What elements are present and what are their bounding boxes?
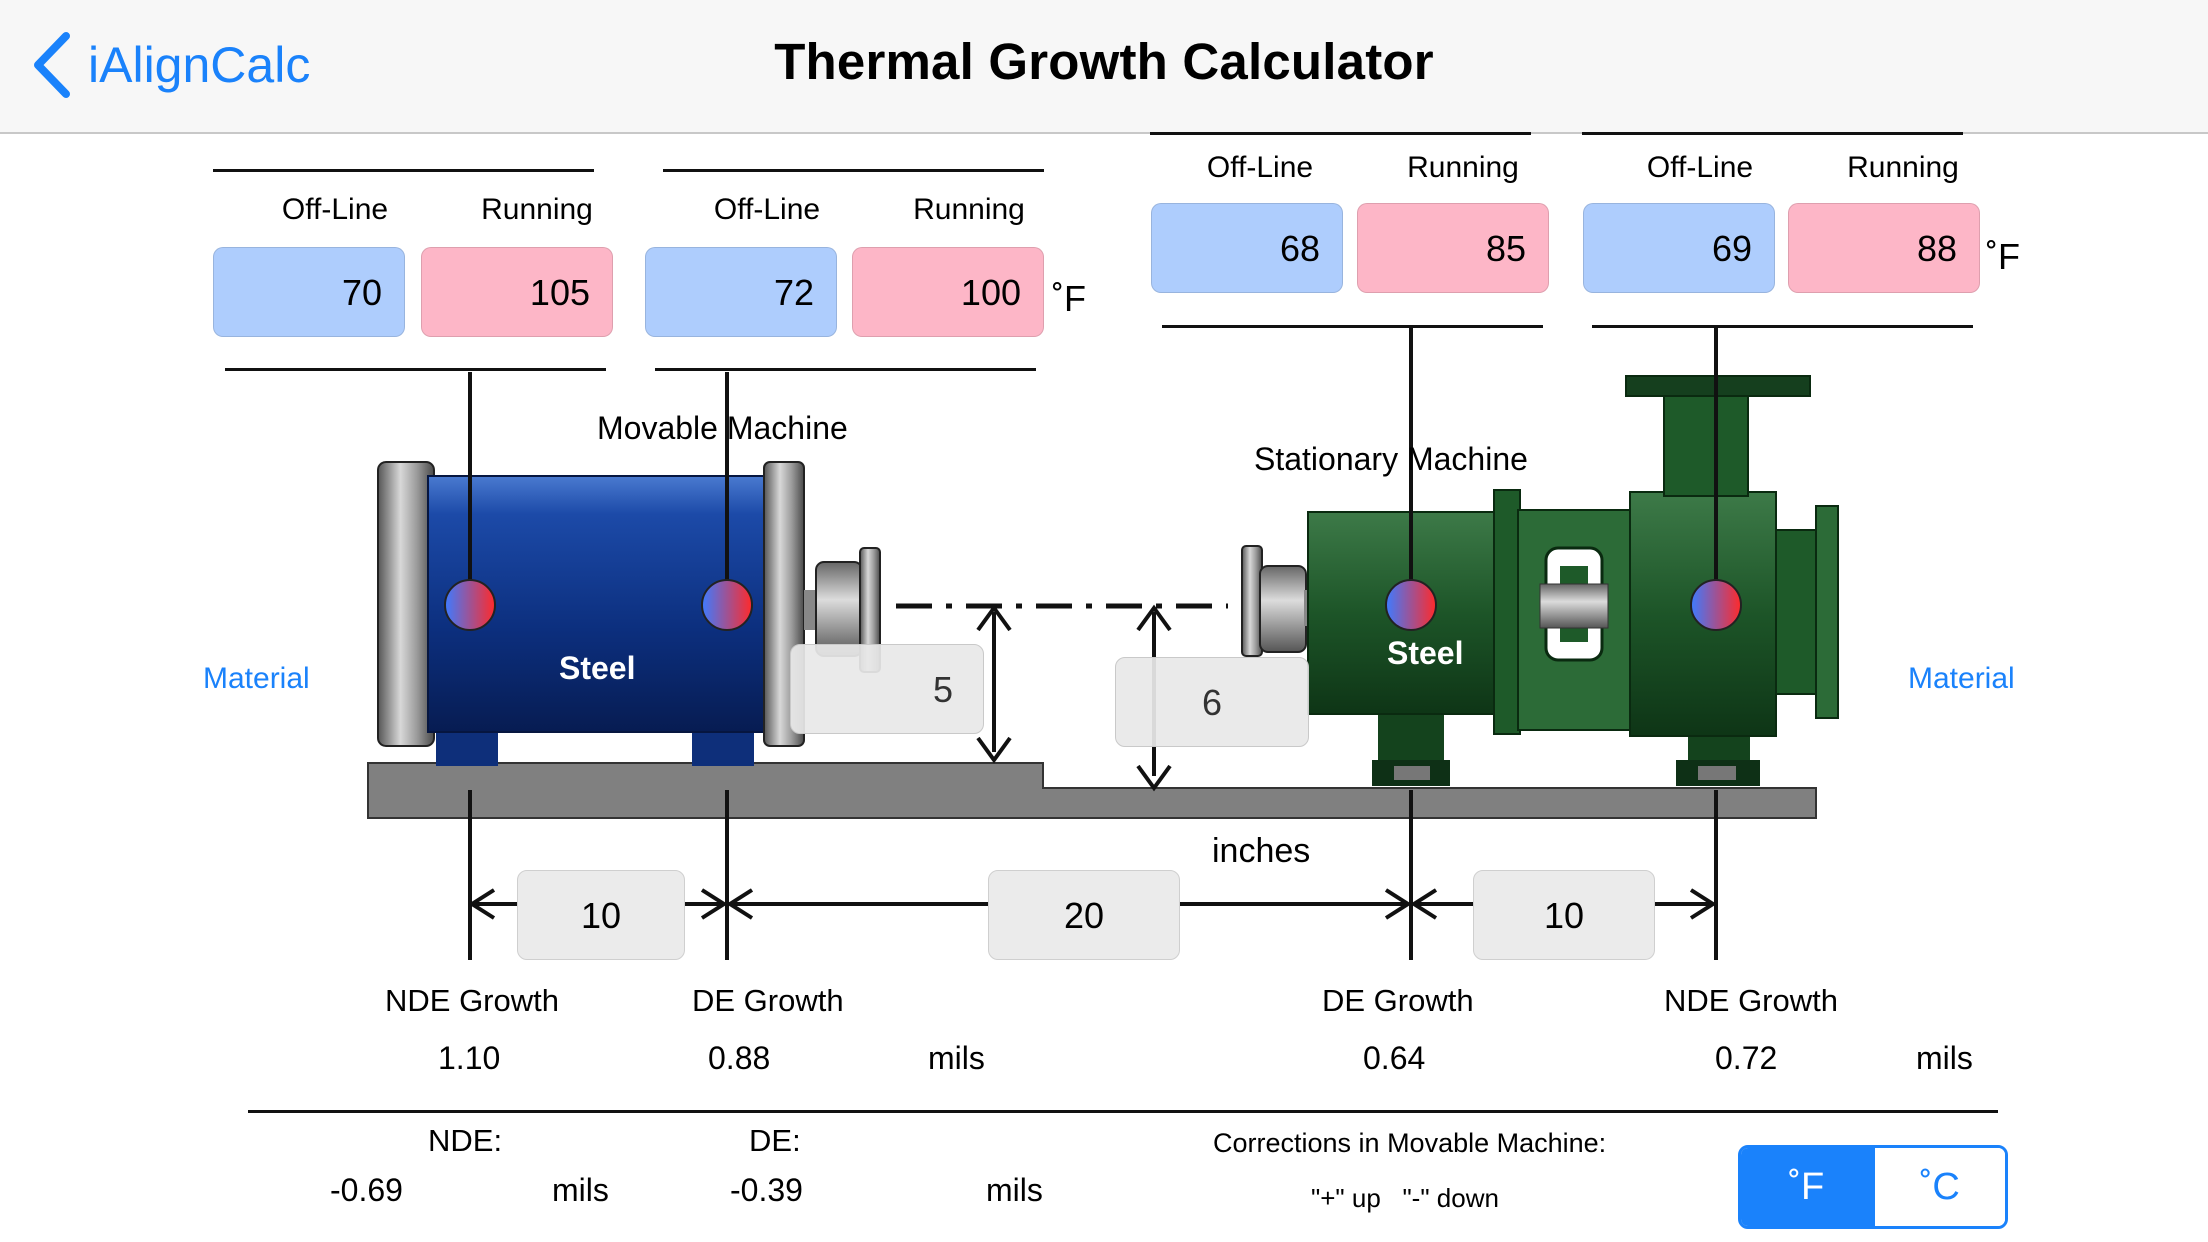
stationary-machine-label: Stationary Machine: [1254, 441, 1528, 477]
nde-correction-value: -0.69: [330, 1172, 403, 1208]
movable-material-value: Steel: [559, 650, 636, 686]
stationary-de-offline-temp-field[interactable]: 68: [1151, 203, 1343, 293]
nde-correction-label: NDE:: [428, 1123, 503, 1158]
header-line: [1582, 132, 1963, 135]
movable-growth-unit: mils: [928, 1040, 985, 1076]
running-label: Running: [481, 193, 593, 226]
running-label: Running: [1407, 151, 1519, 184]
movable-nde-offline-temp-field[interactable]: 70: [213, 247, 405, 337]
running-label: Running: [913, 193, 1025, 226]
header-line: [1592, 325, 1973, 328]
header-line: [225, 368, 606, 371]
temperature-unit-toggle: ˚F ˚C: [1738, 1145, 2008, 1229]
movable-nde-growth-label: NDE Growth: [385, 983, 559, 1018]
back-button-label: iAlignCalc: [88, 37, 311, 93]
movable-machine-label: Movable Machine: [597, 410, 848, 446]
coupling-span-field[interactable]: 20: [988, 870, 1180, 960]
temperature-unit-label: ˚F: [1052, 278, 1086, 319]
movable-de-running-temp-field[interactable]: 100: [852, 247, 1044, 337]
de-correction-value: -0.39: [730, 1172, 803, 1208]
header-line: [655, 368, 1036, 371]
movable-de-offline-temp-field[interactable]: 72: [645, 247, 837, 337]
stationary-de-growth-value: 0.64: [1363, 1040, 1426, 1076]
page-title: Thermal Growth Calculator: [774, 33, 1434, 90]
header-line: [213, 169, 594, 172]
movable-nde-running-temp-field[interactable]: 105: [421, 247, 613, 337]
base-plate: [367, 762, 1817, 819]
stationary-de-running-temp-field[interactable]: 85: [1357, 203, 1549, 293]
corrections-hint: "+" up "-" down: [1311, 1183, 1499, 1213]
stationary-nde-offline-temp-field[interactable]: 69: [1583, 203, 1775, 293]
distance-unit-label: inches: [1212, 832, 1311, 870]
header-line: [1150, 132, 1531, 135]
nde-correction-unit: mils: [552, 1172, 609, 1208]
stationary-growth-unit: mils: [1916, 1040, 1973, 1076]
stationary-de-growth-label: DE Growth: [1322, 983, 1474, 1018]
leader-lines: [468, 328, 1718, 960]
stationary-nde-growth-label: NDE Growth: [1664, 983, 1838, 1018]
movable-de-growth-label: DE Growth: [692, 983, 844, 1018]
running-label: Running: [1847, 151, 1959, 184]
stationary-machine: [1241, 375, 1839, 786]
header-line: [663, 169, 1044, 172]
de-correction-unit: mils: [986, 1172, 1043, 1208]
back-button[interactable]: iAlignCalc: [30, 30, 310, 100]
movable-shaft-height-field[interactable]: 5: [790, 644, 984, 734]
corrections-divider: [248, 1110, 1998, 1113]
stationary-material-button[interactable]: Material: [1908, 662, 2015, 695]
temperature-probes: [444, 579, 1742, 631]
offline-label: Off-Line: [713, 193, 821, 226]
offline-label: Off-Line: [1206, 151, 1314, 184]
fahrenheit-toggle-option[interactable]: ˚F: [1741, 1148, 1872, 1226]
offline-label: Off-Line: [1646, 151, 1754, 184]
header-line: [1162, 325, 1543, 328]
temperature-unit-label: ˚F: [1986, 236, 2020, 277]
movable-nde-growth-value: 1.10: [438, 1040, 501, 1076]
stationary-nde-running-temp-field[interactable]: 88: [1788, 203, 1980, 293]
stationary-bearing-span-field[interactable]: 10: [1473, 870, 1655, 960]
stationary-shaft-height-field[interactable]: 6: [1115, 657, 1309, 747]
celsius-toggle-option[interactable]: ˚C: [1871, 1148, 2005, 1226]
navigation-bar: iAlignCalc Thermal Growth Calculator: [0, 0, 2208, 134]
movable-material-button[interactable]: Material: [203, 662, 310, 695]
chevron-left-icon: [34, 32, 70, 98]
movable-bearing-span-field[interactable]: 10: [517, 870, 685, 960]
offline-label: Off-Line: [281, 193, 389, 226]
de-correction-label: DE:: [749, 1123, 801, 1158]
movable-de-growth-value: 0.88: [708, 1040, 771, 1076]
stationary-material-value: Steel: [1387, 635, 1464, 671]
corrections-title: Corrections in Movable Machine:: [1213, 1128, 1607, 1158]
stationary-nde-growth-value: 0.72: [1715, 1040, 1778, 1076]
